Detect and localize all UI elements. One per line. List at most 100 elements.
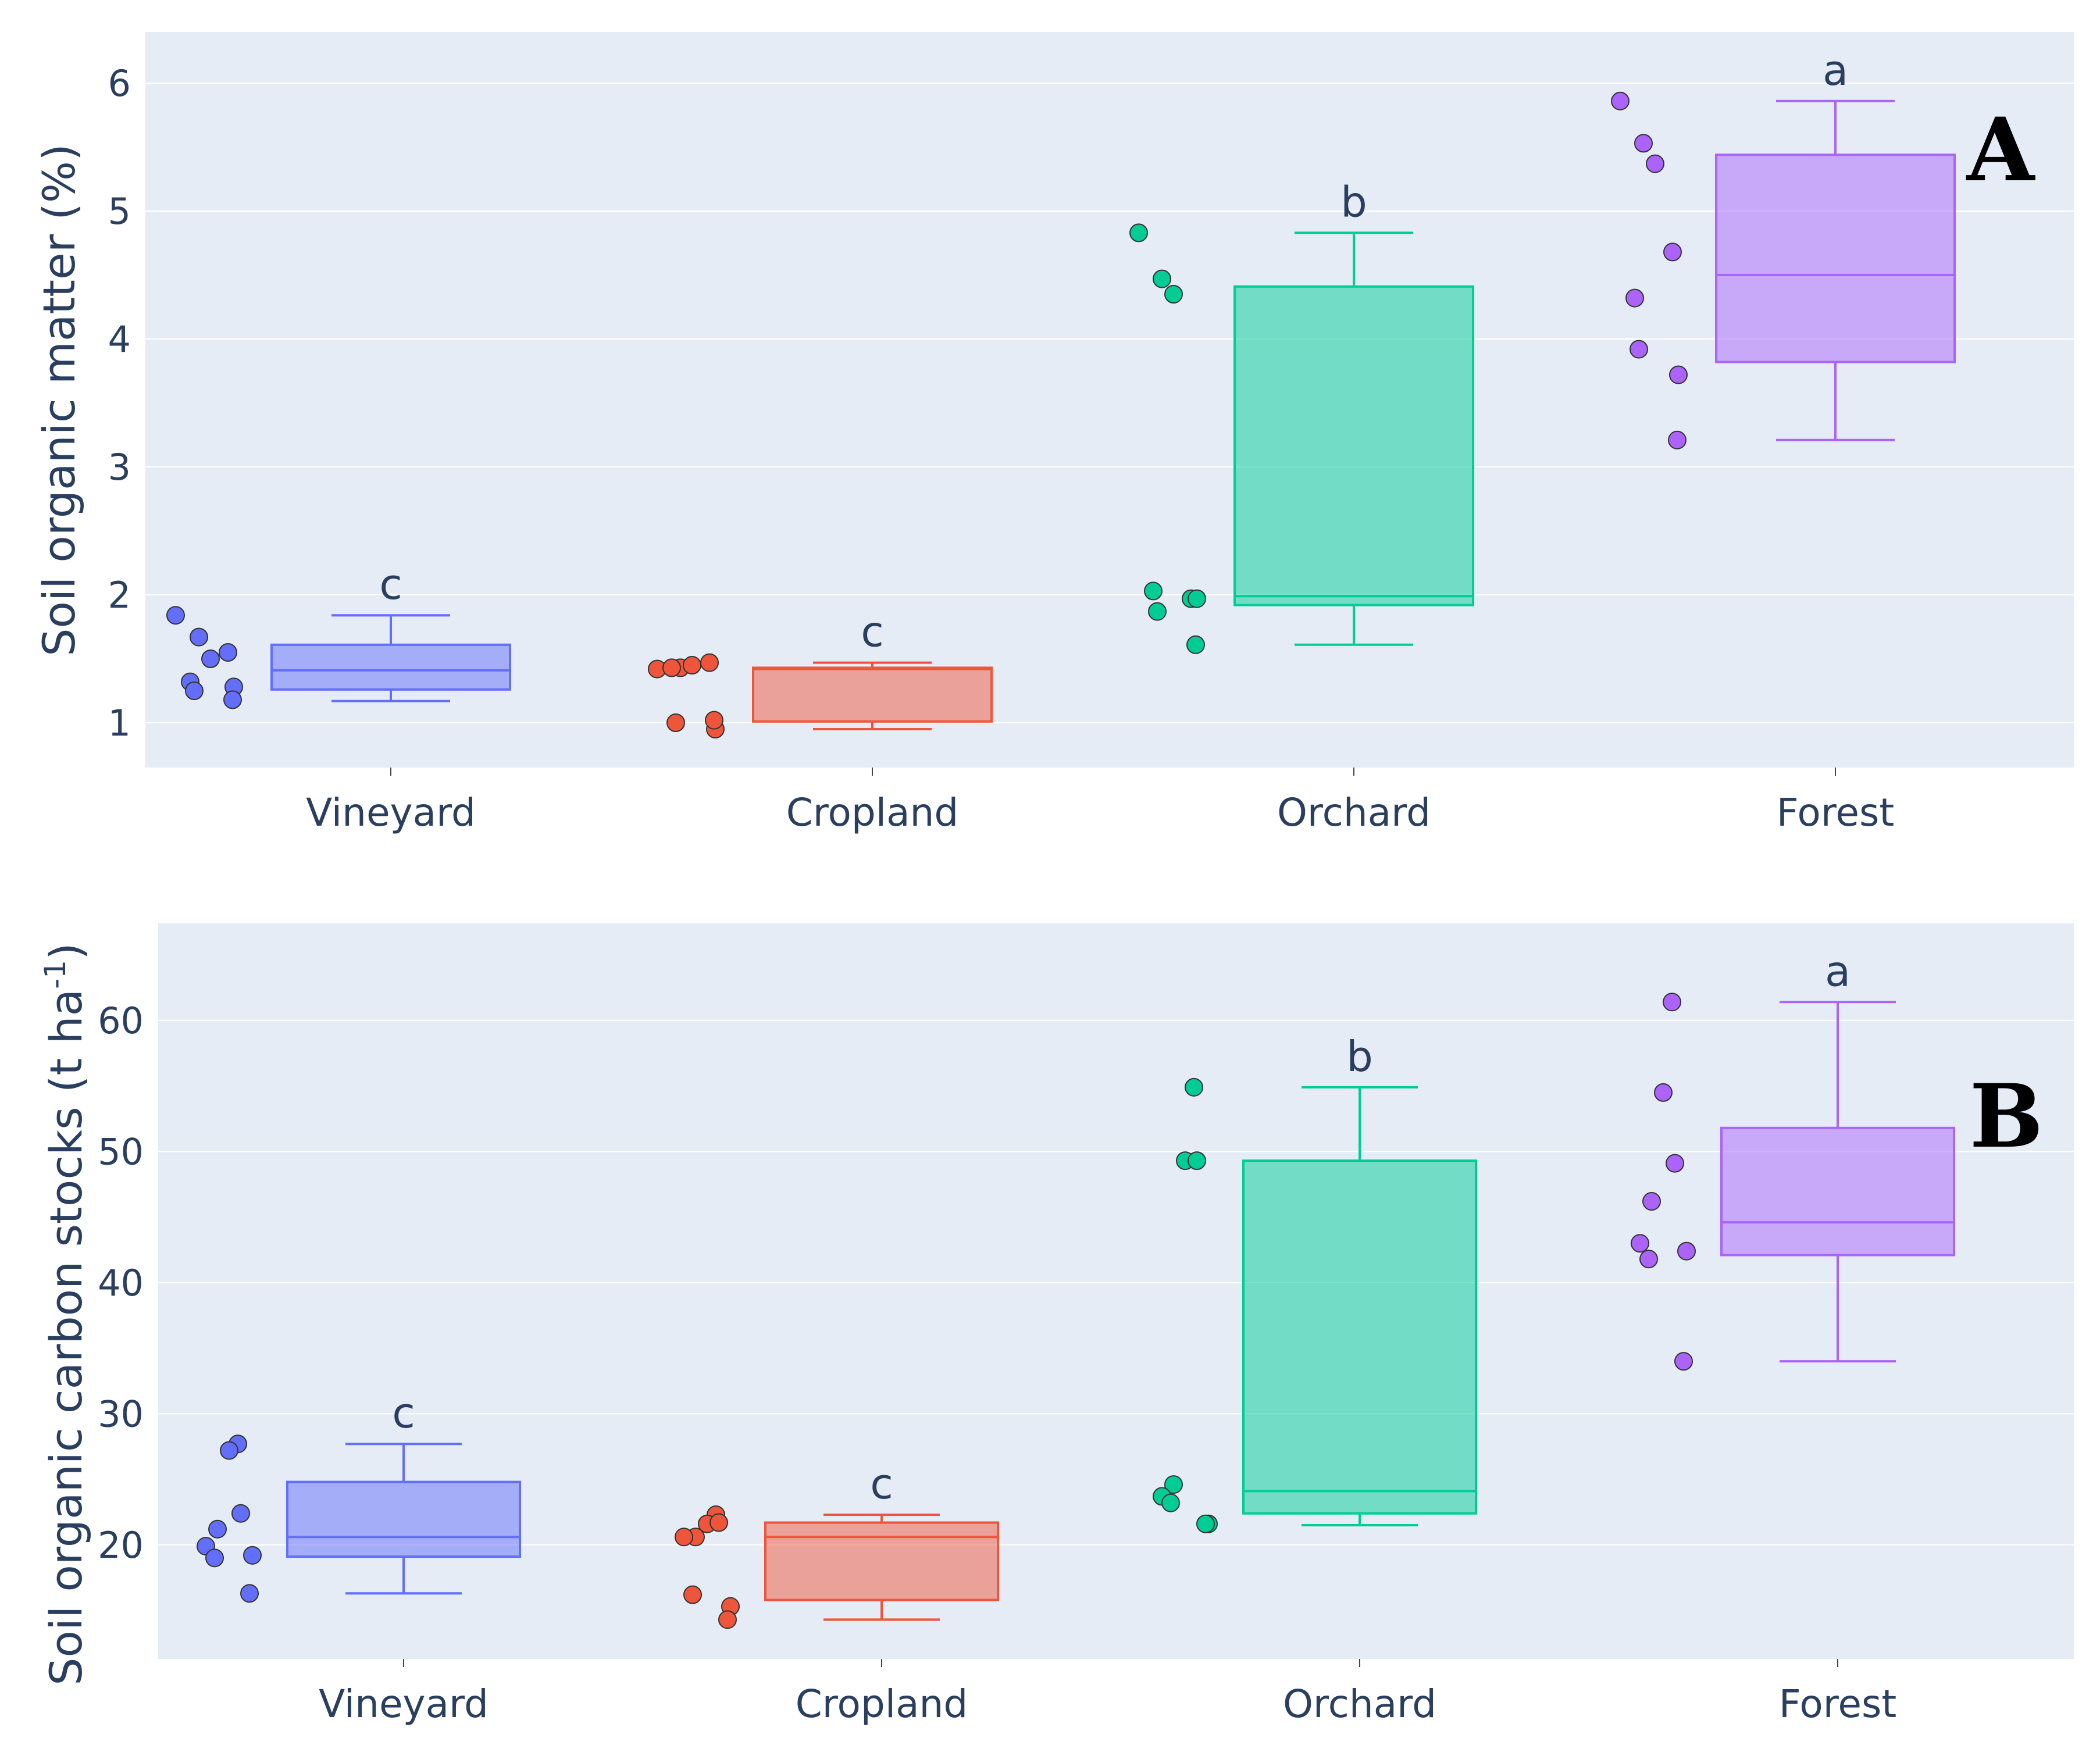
- data-point: [1164, 1475, 1183, 1494]
- y-tick-label: 4: [108, 318, 131, 361]
- data-point: [1196, 1514, 1215, 1533]
- data-point: [1631, 1234, 1649, 1253]
- x-tick-label-forest: Forest: [1777, 790, 1895, 835]
- data-point: [1164, 285, 1183, 304]
- data-point: [1642, 1192, 1661, 1211]
- data-point: [666, 713, 685, 732]
- box-group-orchard: b: [1153, 1032, 1477, 1533]
- data-point: [1646, 154, 1664, 173]
- x-tick-label-cropland: Cropland: [796, 1682, 968, 1726]
- data-point: [705, 711, 723, 730]
- data-point: [1674, 1352, 1693, 1371]
- significance-letter: a: [1823, 46, 1848, 95]
- data-point: [1188, 589, 1206, 608]
- data-point: [1611, 91, 1630, 110]
- box-iqr: [270, 643, 511, 691]
- y-axis-title-b-main: Soil organic carbon stocks (t ha: [40, 989, 92, 1686]
- significance-letter: a: [1825, 947, 1851, 995]
- marks-a: c c b a: [166, 46, 1956, 738]
- y-tick-label: 1: [108, 702, 131, 744]
- box-iqr: [1233, 285, 1474, 606]
- data-point: [1677, 1241, 1696, 1261]
- data-point: [219, 643, 237, 662]
- data-point: [1161, 1493, 1180, 1512]
- significance-letter: b: [1346, 1032, 1373, 1081]
- data-point: [205, 1548, 224, 1568]
- y-axis-title-b-end: ): [40, 943, 92, 960]
- y-tick-label: 3: [108, 446, 131, 488]
- y-tick-label: 6: [108, 62, 131, 105]
- grid-a: [145, 83, 2074, 723]
- data-point: [1185, 1077, 1203, 1097]
- y-tick-label: 50: [98, 1130, 144, 1173]
- box-iqr: [752, 666, 993, 723]
- data-point: [166, 606, 185, 625]
- box-group-orchard: b: [1129, 177, 1474, 654]
- data-point: [1148, 602, 1167, 621]
- data-point: [1144, 581, 1163, 601]
- data-point: [675, 1528, 693, 1547]
- data-point: [231, 1504, 250, 1523]
- box-group-forest: a: [1631, 947, 1955, 1371]
- data-point: [1669, 365, 1688, 384]
- data-point: [700, 653, 719, 672]
- data-point: [1188, 1151, 1206, 1171]
- data-point: [1663, 242, 1682, 262]
- y-tick-label: 30: [98, 1393, 144, 1435]
- x-ticks-b: Vineyard Cropland Orchard Forest: [319, 1659, 1896, 1726]
- data-point: [1625, 288, 1644, 308]
- data-point: [1663, 993, 1681, 1012]
- data-point: [185, 681, 204, 700]
- y-axis-title-b-sup: -1: [38, 960, 72, 989]
- data-point: [201, 650, 220, 668]
- panel-letter-b: B: [1970, 1065, 2044, 1168]
- data-point: [662, 658, 681, 677]
- box-group-forest: a: [1611, 46, 1956, 449]
- marks-b: c c b a: [197, 947, 1955, 1629]
- x-tick-label-orchard: Orchard: [1283, 1682, 1436, 1726]
- y-tick-label: 2: [108, 574, 131, 616]
- x-tick-label-forest: Forest: [1779, 1682, 1897, 1726]
- data-point: [240, 1584, 259, 1603]
- panel-letter-a: A: [1966, 99, 2036, 201]
- y-ticks-a: 1 2 3 4 5 6: [108, 62, 131, 744]
- significance-letter: c: [861, 608, 884, 656]
- data-point: [220, 1441, 238, 1460]
- data-point: [1186, 635, 1205, 654]
- significance-letter: c: [870, 1459, 893, 1508]
- data-point: [1639, 1250, 1658, 1269]
- data-point: [243, 1546, 262, 1565]
- y-axis-title-b: Soil organic carbon stocks (t ha-1): [38, 943, 92, 1686]
- box-iqr: [764, 1521, 999, 1601]
- data-point: [1153, 269, 1171, 288]
- data-point: [190, 627, 208, 647]
- x-tick-label-vineyard: Vineyard: [319, 1682, 489, 1726]
- data-point: [683, 656, 701, 675]
- data-point: [223, 690, 242, 709]
- box-group-cropland: c: [648, 608, 993, 738]
- data-point: [718, 1610, 737, 1629]
- box-group-vineyard: c: [166, 560, 511, 709]
- y-tick-label: 5: [108, 190, 131, 233]
- box-iqr: [1720, 1126, 1955, 1257]
- y-tick-label: 40: [98, 1262, 144, 1304]
- box-group-cropland: c: [675, 1459, 999, 1629]
- box-iqr: [286, 1480, 521, 1558]
- box-group-vineyard: c: [197, 1389, 521, 1603]
- box-iqr: [1715, 154, 1956, 363]
- data-point: [1666, 1154, 1684, 1173]
- significance-letter: c: [392, 1389, 415, 1437]
- significance-letter: b: [1340, 177, 1367, 226]
- x-tick-label-vineyard: Vineyard: [306, 790, 476, 835]
- data-point: [1668, 430, 1687, 449]
- data-point: [1630, 340, 1648, 359]
- data-point: [1654, 1083, 1673, 1102]
- data-point: [709, 1513, 728, 1532]
- box-iqr: [1242, 1159, 1477, 1515]
